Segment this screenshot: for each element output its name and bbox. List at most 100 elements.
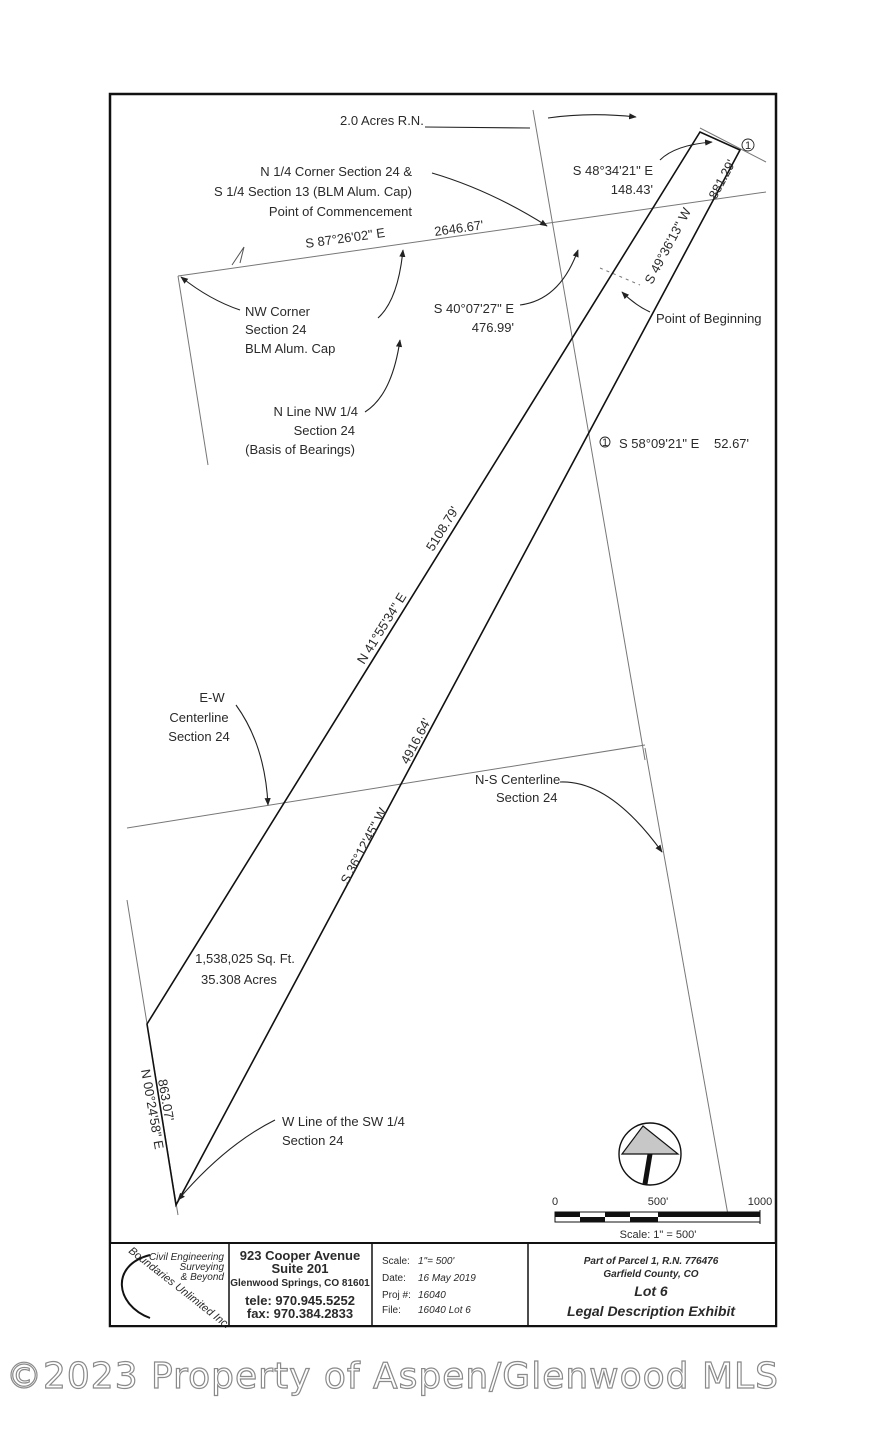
label-dist-top: 2646.67' (433, 217, 484, 239)
label-dist-4007: 476.99' (472, 320, 514, 335)
label-bearing-ne1: S 48°34'21" E (573, 163, 654, 178)
label-ew-2: Centerline (169, 710, 228, 725)
scale-seg-3 (605, 1212, 630, 1217)
lot-outline (146, 130, 742, 1208)
tb-lot: Lot 6 (634, 1283, 668, 1299)
section-line-ns-south (644, 747, 729, 1216)
arrow-ew (235, 704, 271, 806)
label-area-sqft: 1,538,025 Sq. Ft. (195, 951, 295, 966)
logo-sub-3: & Beyond (181, 1272, 225, 1283)
tb-county: Garfield County, CO (603, 1269, 698, 1280)
label-circle-mark-note: 1 (602, 437, 608, 449)
section-lines (126, 109, 767, 1216)
label-nline-1: N Line NW 1/4 (273, 404, 358, 419)
label-ew-3: Section 24 (168, 729, 229, 744)
label-dist-4916: 4916.64' (397, 716, 433, 767)
label-bearing-3612: S 36°12'45" W (337, 805, 390, 887)
title-block: Boundaries Unlimited Inc. Civil Engineer… (109, 1242, 777, 1332)
scale-seg-2 (580, 1217, 605, 1222)
break-mark (231, 246, 245, 266)
label-dist-881: 881.29' (705, 157, 738, 201)
arrow-nw-corner (180, 276, 241, 311)
tb-city: Glenwood Springs, CO 81601 (230, 1278, 370, 1289)
arrow-ne-bearing (659, 139, 713, 161)
lot-boundary (146, 130, 742, 1208)
label-wline-1: W Line of the SW 1/4 (282, 1114, 405, 1129)
arrow-nline (364, 339, 403, 413)
label-bearing-881: S 49°36'13" W (641, 205, 694, 287)
label-commencement-1: N 1/4 Corner Section 24 & (260, 164, 412, 179)
section-line-nw-west (177, 275, 209, 466)
label-note-dist: 52.67' (714, 436, 749, 451)
tb-fax: fax: 970.384.2833 (247, 1306, 353, 1321)
circle-mark-note (599, 436, 611, 448)
scale-tick-500: 500' (648, 1196, 668, 1208)
tb-address-1: 923 Cooper Avenue (240, 1248, 360, 1263)
label-area-acres: 35.308 Acres (201, 972, 277, 987)
tb-file-label: File: (382, 1305, 401, 1316)
tb-date-value: 16 May 2019 (418, 1273, 476, 1284)
tb-tele: tele: 970.945.5252 (245, 1293, 355, 1308)
label-bearing-4155: N 41°55'34" E (354, 590, 410, 667)
tb-date-label: Date: (382, 1273, 406, 1284)
label-acres-rn: 2.0 Acres R.N. (340, 113, 424, 128)
label-wline-2: Section 24 (282, 1133, 343, 1148)
leader-arrows (177, 113, 713, 1201)
north-arrow-stem (642, 1153, 653, 1185)
scale-bar: 0 500' 1000 Scale: 1" = 500' (552, 1196, 772, 1241)
label-dist-5108: 5108.79' (423, 504, 462, 554)
arrow-4007 (519, 249, 579, 306)
logo-swirl (120, 1254, 151, 1319)
label-nline-3: (Basis of Bearings) (245, 442, 355, 457)
north-arrow (618, 1122, 682, 1186)
label-pob: Point of Beginning (656, 311, 762, 326)
section-line-ns-north (532, 109, 646, 761)
title-block-frame (109, 1242, 777, 1327)
label-ns-1: N-S Centerline (475, 772, 560, 787)
label-circle-mark-ne: 1 (745, 140, 751, 152)
label-bearing-top: S 87°26'02" E (304, 225, 386, 251)
label-nw-corner-1: NW Corner (245, 304, 311, 319)
tb-exhibit: Legal Description Exhibit (567, 1303, 736, 1319)
circle-mark-ne (741, 138, 755, 152)
tb-scale-label: Scale: (382, 1256, 410, 1267)
label-dist-ne1: 148.43' (611, 182, 653, 197)
label-ew-1: E-W (199, 690, 225, 705)
sectionline-dash (599, 267, 641, 286)
arrow-top-dist (377, 249, 406, 319)
label-nline-2: Section 24 (294, 423, 355, 438)
section-line-ew-centerline (126, 744, 646, 829)
north-arrow-circle (618, 1122, 682, 1186)
label-bearing-4007: S 40°07'27" E (434, 301, 515, 316)
scale-tick-1000: 1000 (748, 1196, 772, 1208)
scale-seg-1 (555, 1212, 580, 1217)
tb-file-value: 16040 Lot 6 (418, 1305, 471, 1316)
tb-proj-value: 16040 (418, 1290, 446, 1301)
watermark: ©2023 Property of Aspen/Glenwood MLS (6, 1356, 779, 1397)
label-note-bearing: S 58°09'21" E (619, 436, 700, 451)
arrow-ns (559, 781, 663, 853)
scale-seg-4 (630, 1217, 658, 1222)
arrow-acres-rn (424, 126, 531, 129)
arrow-wline (177, 1119, 276, 1201)
label-dist-863: 863.07' (155, 1078, 177, 1122)
section-line-north (177, 191, 767, 277)
tb-address-2: Suite 201 (271, 1261, 328, 1276)
label-nw-corner-2: Section 24 (245, 322, 306, 337)
logo-sub-2: Surveying (180, 1262, 225, 1273)
arrow-commencement (431, 172, 548, 227)
arrow-acres-rn-head (547, 113, 637, 120)
label-commencement-2: S 1/4 Section 13 (BLM Alum. Cap) (214, 184, 412, 199)
section-line-ne (699, 127, 767, 163)
scale-tick-0: 0 (552, 1196, 558, 1208)
tb-proj-label: Proj #: (382, 1290, 411, 1301)
logo-sub-1: Civil Engineering (149, 1252, 224, 1263)
scale-seg-5 (658, 1212, 760, 1217)
tb-scale-value: 1"= 500' (418, 1256, 455, 1267)
tb-parcel: Part of Parcel 1, R.N. 776476 (584, 1256, 719, 1267)
arrow-pob (621, 291, 651, 313)
label-commencement-3: Point of Commencement (269, 204, 412, 219)
label-nw-corner-3: BLM Alum. Cap (245, 341, 335, 356)
label-ns-2: Section 24 (496, 790, 557, 805)
